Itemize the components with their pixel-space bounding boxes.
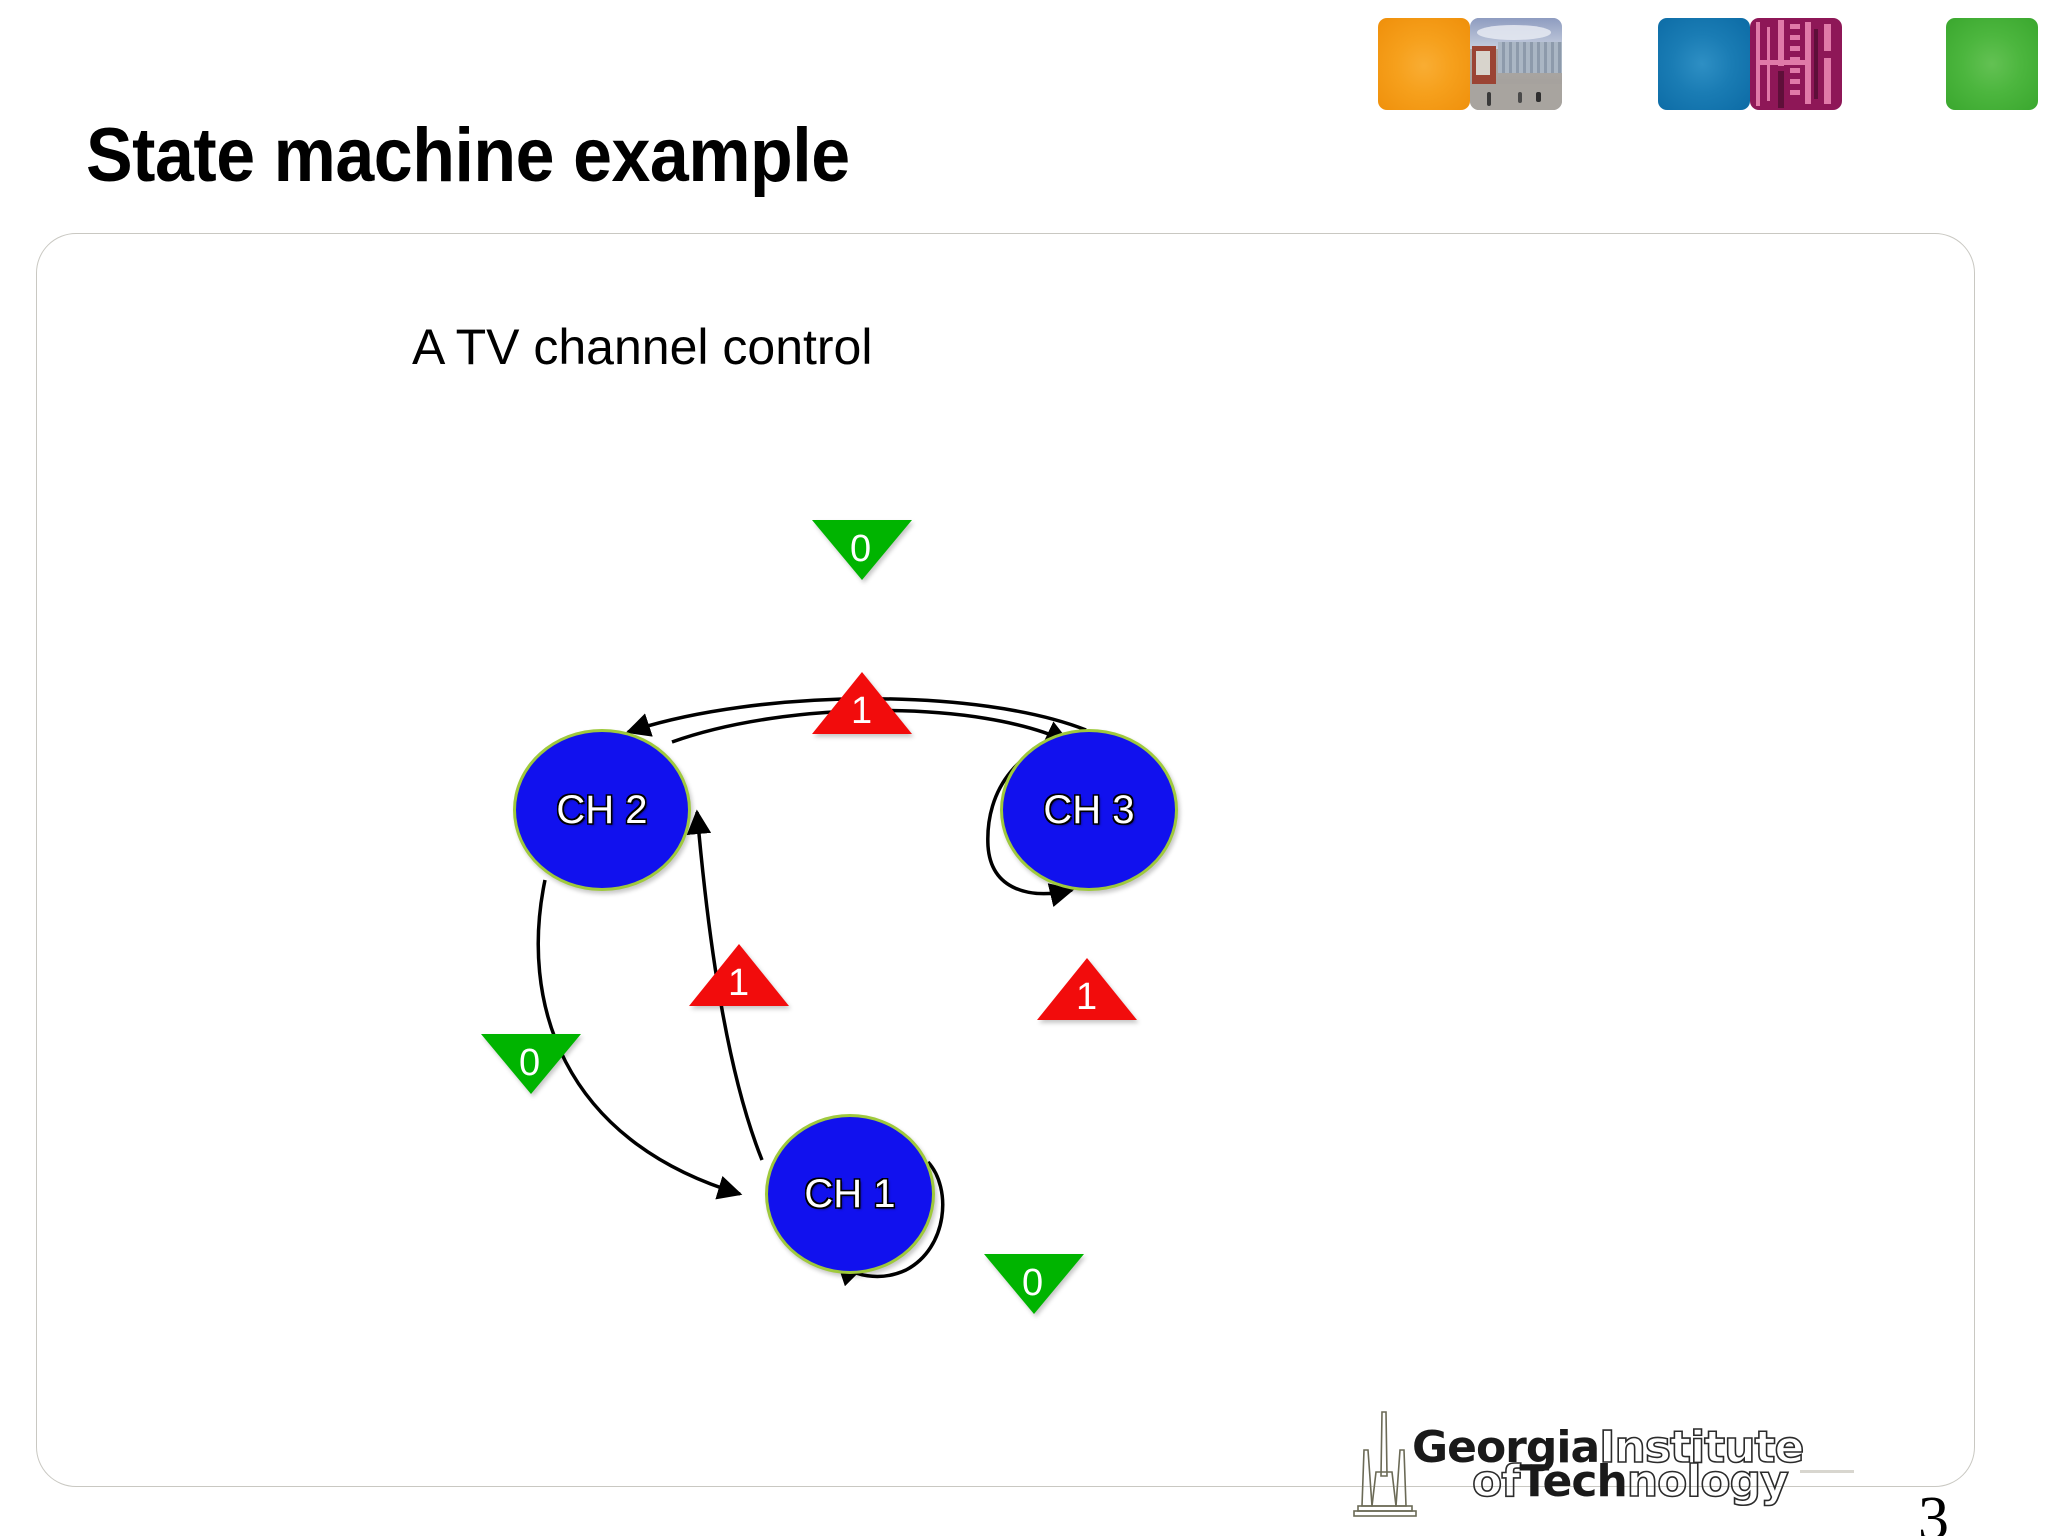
gt-institute-text: Institute: [1598, 1422, 1805, 1473]
input-marker-zero-left[interactable]: [481, 1034, 581, 1094]
content-panel: [36, 233, 1975, 1487]
state-label-ch1: CH 1: [804, 1171, 896, 1216]
state-label-ch2: CH 2: [556, 787, 648, 832]
gt-nology-text: nology: [1626, 1456, 1790, 1508]
page-number: 3: [1918, 1485, 1949, 1536]
input-marker-one-right[interactable]: [1037, 958, 1137, 1020]
page-title: State machine example: [86, 113, 850, 198]
campus-photo-tile: [1470, 18, 1562, 110]
input-marker-zero-top[interactable]: [812, 520, 912, 580]
gt-tech-text: Tech: [1519, 1456, 1627, 1508]
green-gradient-tile: [1946, 18, 2038, 110]
blue-gradient-tile: [1658, 18, 1750, 110]
state-node-ch2[interactable]: CH 2: [513, 729, 691, 891]
deco-group-green: [1946, 18, 2038, 110]
gt-wordmark-line2: ofTechnology: [1471, 1459, 1789, 1505]
deco-group-orange: [1378, 18, 1562, 110]
decorative-tile-strip: [1378, 18, 2038, 118]
input-marker-zero-bottom[interactable]: [984, 1254, 1084, 1314]
circuit-board-tile: [1750, 18, 1842, 110]
gt-wordmark: GeorgiaInstitute ofTechnology: [1412, 1425, 1805, 1505]
input-marker-one-left[interactable]: [689, 944, 789, 1006]
state-label-ch3: CH 3: [1043, 787, 1135, 832]
state-node-ch1[interactable]: CH 1: [765, 1114, 935, 1274]
gt-of-text: of: [1471, 1456, 1521, 1508]
deco-group-blue: [1658, 18, 1842, 110]
input-marker-one-middle[interactable]: [812, 672, 912, 734]
state-node-ch3[interactable]: CH 3: [1000, 729, 1178, 891]
georgia-tech-logo: GeorgiaInstitute ofTechnology: [1350, 1410, 1805, 1520]
gt-wordmark-line1: GeorgiaInstitute: [1412, 1425, 1805, 1471]
gt-tower-icon: [1353, 1411, 1417, 1517]
gt-georgia-text: Georgia: [1412, 1422, 1600, 1473]
subtitle-text: A TV channel control: [412, 319, 873, 375]
orange-gradient-tile: [1378, 18, 1470, 110]
logo-divider-rule: [1800, 1470, 1854, 1473]
